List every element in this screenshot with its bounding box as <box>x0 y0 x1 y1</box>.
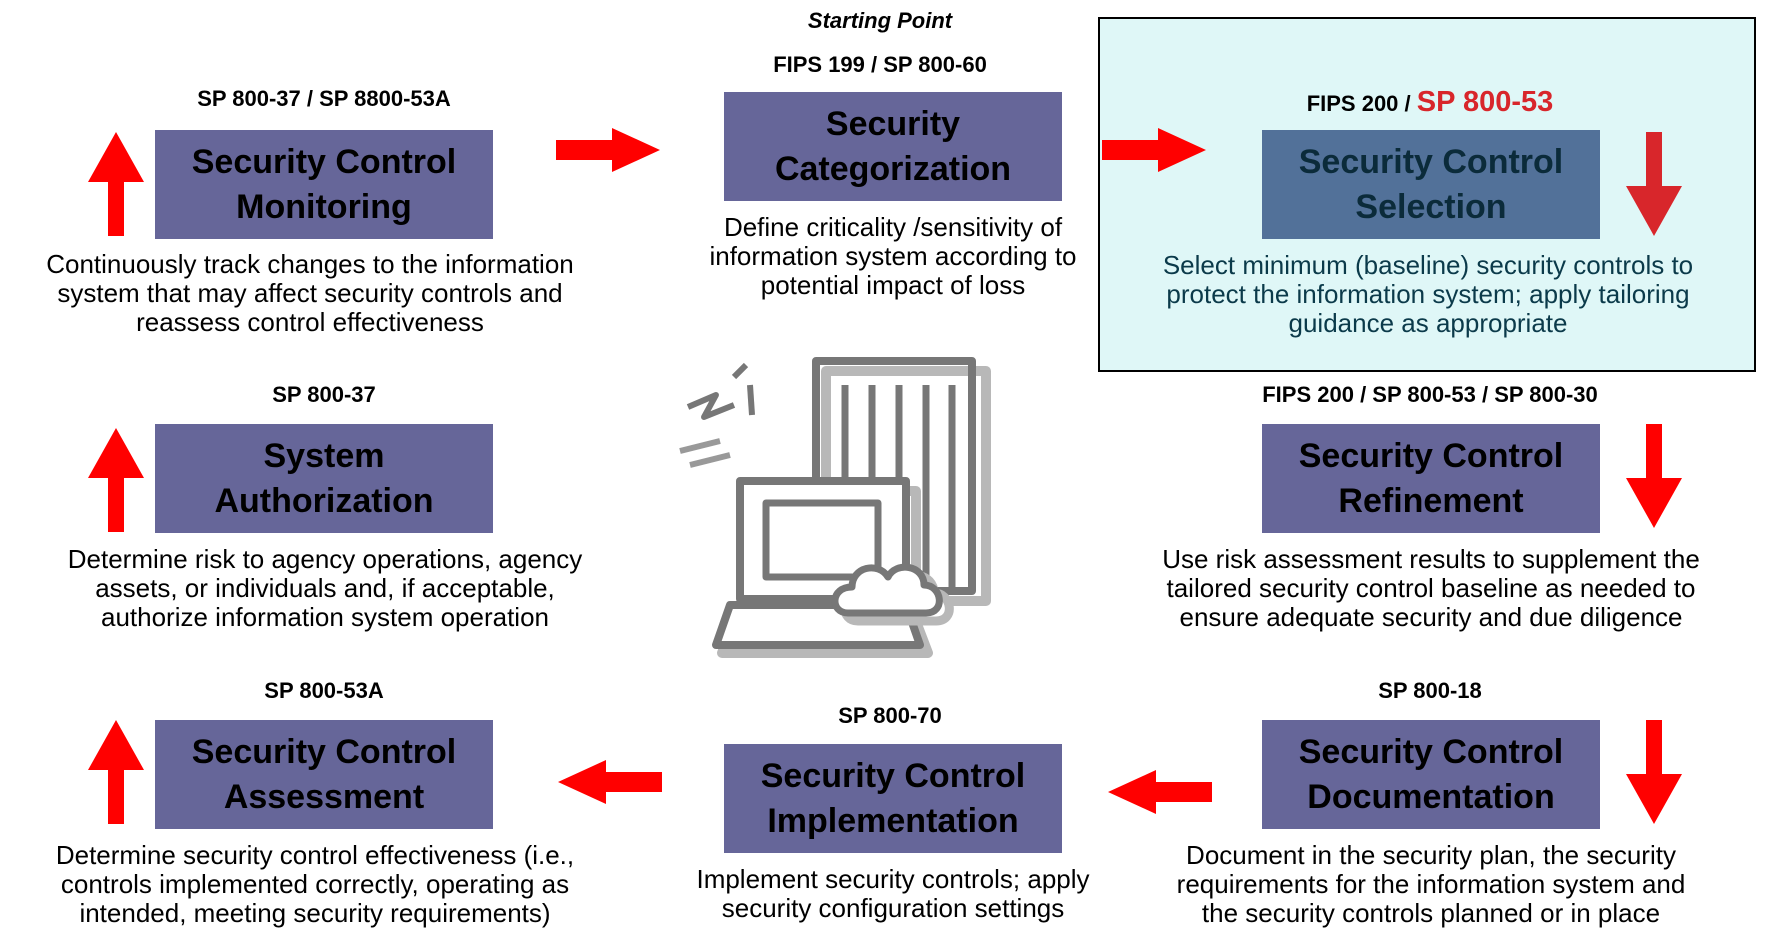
documentation-desc-line2: requirements for the information system … <box>1176 869 1686 899</box>
categorization-desc: Define criticality /sensitivity of infor… <box>670 213 1116 300</box>
arrow-left-documentation-to-implementation <box>1108 770 1212 814</box>
assessment-desc-line2: controls implemented correctly, operatin… <box>60 869 570 899</box>
documentation-box: Security Control Documentation <box>1262 720 1600 829</box>
monitoring-desc-line3: reassess control effectiveness <box>136 307 484 337</box>
categorization-desc-line3: potential impact of loss <box>760 270 1026 300</box>
selection-ref: FIPS 200 / SP 800-53 <box>1220 86 1640 119</box>
computer-server-icon <box>679 357 991 658</box>
authorization-desc-line1: Determine risk to agency operations, age… <box>67 544 583 574</box>
assessment-desc: Determine security control effectiveness… <box>10 841 620 928</box>
selection-desc-line3: guidance as appropriate <box>1288 308 1568 338</box>
implementation-ref: SP 800-70 <box>838 703 942 728</box>
categorization-desc-line2: information system according to <box>709 241 1077 271</box>
arrow-up-assessment <box>88 720 144 824</box>
assessment-desc-line1: Determine security control effectiveness… <box>55 840 575 870</box>
monitoring-desc: Continuously track changes to the inform… <box>4 250 616 337</box>
documentation-ref: SP 800-18 <box>1378 678 1482 703</box>
selection-box: Security Control Selection <box>1262 130 1600 239</box>
arrow-up-monitoring <box>88 132 144 236</box>
categorization-ref: FIPS 199 / SP 800-60 <box>773 52 987 77</box>
implementation-title-line2: Implementation <box>767 801 1019 840</box>
categorization-title-line2: Categorization <box>774 149 1012 188</box>
arrow-right-monitoring-to-categorization <box>556 128 660 172</box>
authorization-title-line2: Authorization <box>214 481 434 520</box>
refinement-title-line1: Security Control <box>1298 436 1564 475</box>
categorization-desc-line1: Define criticality /sensitivity of <box>723 212 1063 242</box>
arrow-up-authorization <box>88 428 144 532</box>
selection-desc: Select minimum (baseline) security contr… <box>1110 251 1746 338</box>
refinement-desc-line1: Use risk assessment results to supplemen… <box>1162 544 1700 574</box>
documentation-title-line2: Documentation <box>1307 777 1555 816</box>
assessment-title-line2: Assessment <box>223 777 425 816</box>
selection-title-line1: Security Control <box>1298 142 1564 181</box>
refinement-desc-line3: ensure adequate security and due diligen… <box>1179 602 1683 632</box>
authorization-desc-line3: authorize information system operation <box>100 602 549 632</box>
authorization-box: System Authorization <box>155 424 493 533</box>
refinement-desc: Use risk assessment results to supplemen… <box>1116 545 1746 632</box>
monitoring-desc-line2: system that may affect security controls… <box>57 278 563 308</box>
arrow-down-refinement <box>1626 424 1682 528</box>
monitoring-desc-line1: Continuously track changes to the inform… <box>46 249 574 279</box>
authorization-desc: Determine risk to agency operations, age… <box>20 545 630 632</box>
implementation-desc: Implement security controls; apply secur… <box>672 865 1114 923</box>
documentation-desc-line3: the security controls planned or in plac… <box>1201 898 1661 928</box>
refinement-title-line2: Refinement <box>1338 481 1524 520</box>
categorization-title-line1: Security <box>825 104 961 143</box>
starting-point-label: Starting Point <box>807 8 953 33</box>
selection-desc-line1: Select minimum (baseline) security contr… <box>1162 250 1694 280</box>
categorization-box: Security Categorization <box>724 92 1062 201</box>
monitoring-title-line1: Security Control <box>191 142 457 181</box>
assessment-ref: SP 800-53A <box>264 678 384 703</box>
arrow-down-selection <box>1626 132 1682 236</box>
monitoring-ref: SP 800-37 / SP 8800-53A <box>197 86 451 111</box>
refinement-box: Security Control Refinement <box>1262 424 1600 533</box>
authorization-desc-line2: assets, or individuals and, if acceptabl… <box>95 573 555 603</box>
assessment-title-line1: Security Control <box>191 732 457 771</box>
arrow-right-categorization-to-selection <box>1102 128 1206 172</box>
implementation-desc-line1: Implement security controls; apply <box>696 864 1090 894</box>
assessment-box: Security Control Assessment <box>155 720 493 829</box>
selection-desc-line2: protect the information system; apply ta… <box>1166 279 1690 309</box>
arrow-down-documentation <box>1626 720 1682 824</box>
authorization-ref: SP 800-37 <box>272 382 376 407</box>
documentation-desc: Document in the security plan, the secur… <box>1124 841 1738 928</box>
assessment-desc-line3: intended, meeting security requirements) <box>79 898 551 928</box>
refinement-desc-line2: tailored security control baseline as ne… <box>1166 573 1696 603</box>
refinement-ref: FIPS 200 / SP 800-53 / SP 800-30 <box>1262 382 1598 407</box>
selection-title-line2: Selection <box>1355 187 1507 226</box>
monitoring-box: Security Control Monitoring <box>155 130 493 239</box>
selection-ref-highlight: SP 800-53 <box>1416 86 1554 118</box>
authorization-title-line1: System <box>263 436 385 475</box>
implementation-box: Security Control Implementation <box>724 744 1062 853</box>
implementation-title-line1: Security Control <box>760 756 1026 795</box>
documentation-title-line1: Security Control <box>1298 732 1564 771</box>
selection-ref-prefix: FIPS 200 / <box>1306 91 1417 116</box>
implementation-desc-line2: security configuration settings <box>721 893 1065 923</box>
monitoring-title-line2: Monitoring <box>236 187 412 226</box>
arrow-left-implementation-to-assessment <box>558 760 662 804</box>
documentation-desc-line1: Document in the security plan, the secur… <box>1186 840 1676 870</box>
